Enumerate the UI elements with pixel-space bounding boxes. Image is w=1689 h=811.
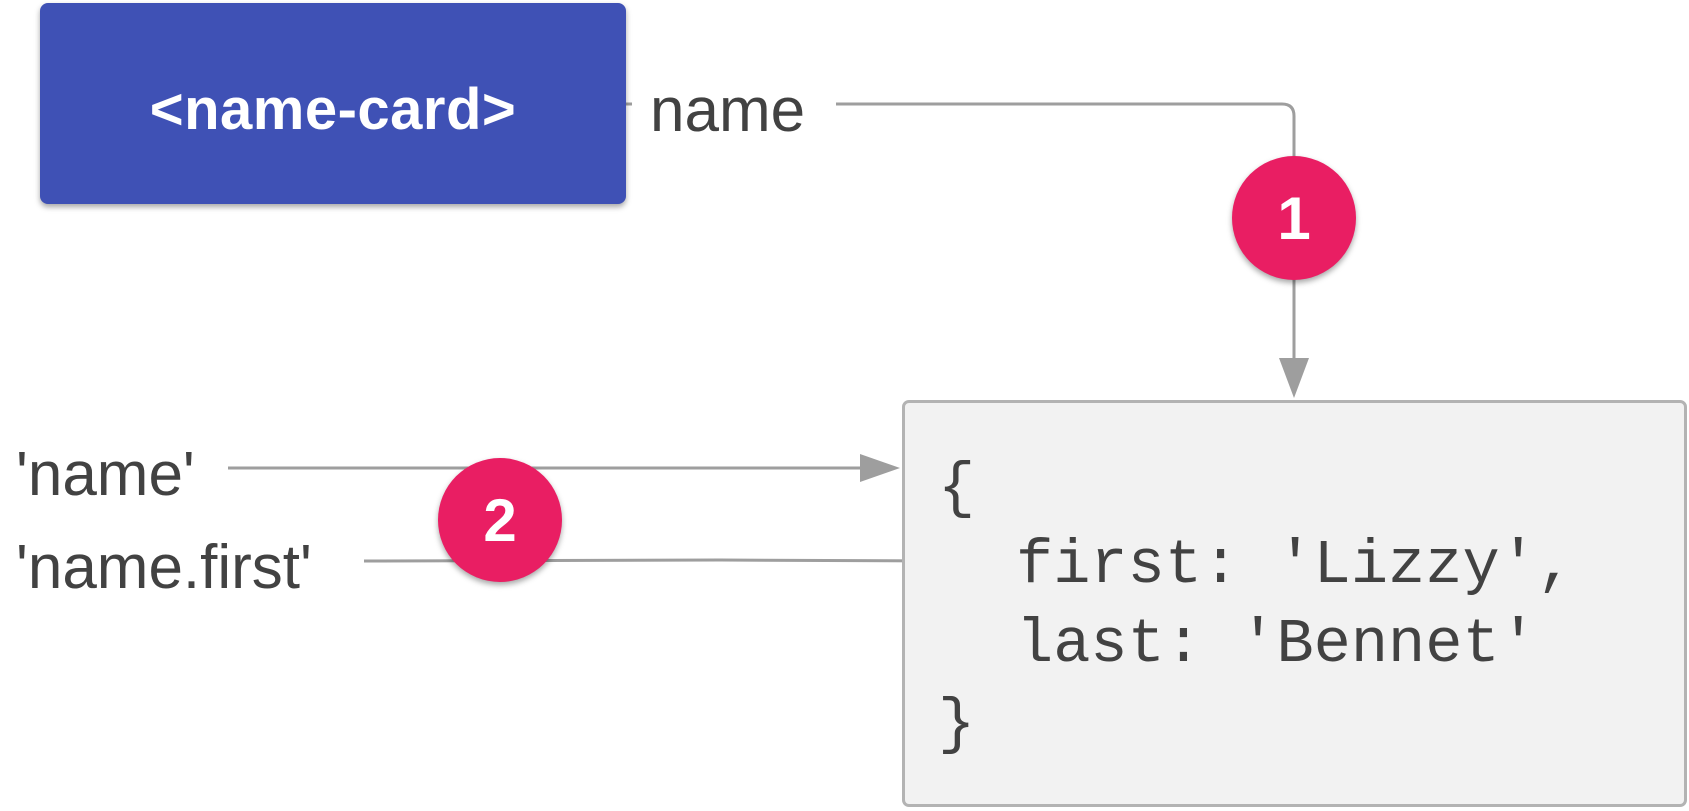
step-two-number: 2	[483, 486, 517, 554]
object-open-brace: {	[938, 453, 976, 524]
step-one-badge: 1	[1232, 156, 1356, 280]
element-tag-label: <name-card>	[149, 77, 517, 142]
path-name-label: 'name'	[16, 440, 195, 509]
step-one-number: 1	[1277, 184, 1311, 252]
name-to-object-arrowhead	[1279, 358, 1309, 398]
name-card-element: <name-card>	[40, 3, 626, 204]
name-object-box	[902, 400, 1687, 807]
object-last-property: last: 'Bennet'	[1016, 609, 1537, 680]
path-name-first-label: 'name.first'	[16, 533, 312, 602]
property-name-label: name	[650, 76, 806, 145]
step-two-badge: 2	[438, 458, 562, 582]
name-to-object-connector	[836, 102, 1296, 360]
path-name-first-connector	[363, 558, 941, 563]
object-close-brace: }	[938, 689, 976, 760]
path-name-arrowhead	[860, 454, 900, 482]
object-first-property: first: 'Lizzy',	[1016, 530, 1575, 601]
